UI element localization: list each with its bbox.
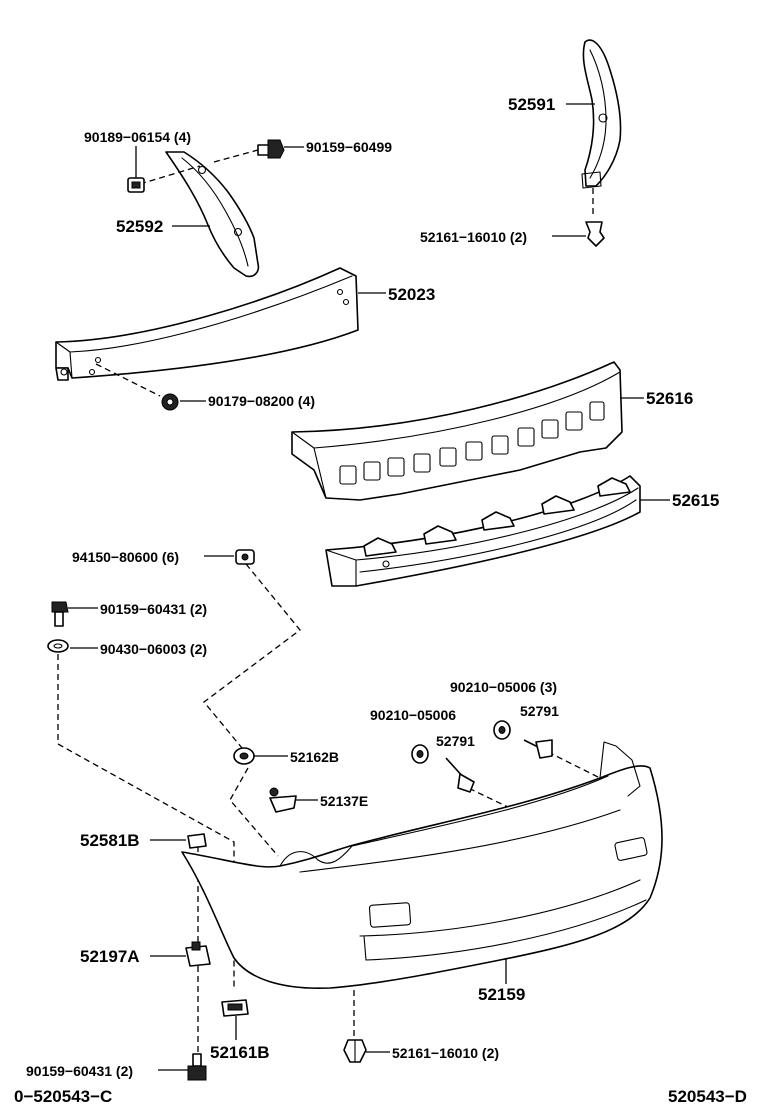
drawing-code-right: 520543−D xyxy=(668,1087,747,1106)
grommet-52162b xyxy=(233,747,255,765)
label-52581b: 52581B xyxy=(80,831,140,850)
label-52616: 52616 xyxy=(646,389,693,408)
label-52161-16010-top: 52161−16010 (2) xyxy=(420,229,527,245)
part-52159-bumper-cover xyxy=(181,741,663,990)
label-52162b: 52162B xyxy=(290,749,339,765)
washer-90430-06003 xyxy=(47,639,69,653)
part-52591-retainer xyxy=(581,39,622,189)
label-90159-60431-upper: 90159−60431 (2) xyxy=(100,601,207,617)
label-90210-05006-3: 90210−05006 (3) xyxy=(450,679,557,695)
screw-52791-left xyxy=(445,757,475,793)
label-94150-80600: 94150−80600 (6) xyxy=(72,549,179,565)
washer-90210-05006-3 xyxy=(493,720,511,740)
retainer-52161b xyxy=(221,999,249,1017)
label-90210-05006: 90210−05006 xyxy=(370,707,456,723)
label-90430-06003: 90430−06003 (2) xyxy=(100,641,207,657)
screw-52791-right xyxy=(523,739,553,759)
label-90179-08200: 90179−08200 (4) xyxy=(208,393,315,409)
label-90159-60499: 90159−60499 xyxy=(306,139,392,155)
label-90159-60431-lower: 90159−60431 (2) xyxy=(26,1063,133,1079)
part-52592-bracket xyxy=(165,151,260,278)
clip-52161-16010-top xyxy=(585,188,605,247)
label-52161-16010-bottom: 52161−16010 (2) xyxy=(392,1045,499,1061)
bolt-90159-60431-lower xyxy=(187,1053,207,1081)
nut-90189-06154 xyxy=(127,165,201,193)
clip-52581b xyxy=(187,833,207,849)
label-52591: 52591 xyxy=(508,95,555,114)
nut-90179-08200 xyxy=(95,363,179,411)
part-52615-absorber-base xyxy=(325,475,641,587)
part-52616-absorber xyxy=(291,361,623,501)
part-52023-reinforcement xyxy=(55,267,359,381)
nut-94150-80600 xyxy=(235,549,255,565)
drawing-code-left: 0−520543−C xyxy=(14,1087,112,1106)
label-52615: 52615 xyxy=(672,491,719,510)
label-52592: 52592 xyxy=(116,217,163,236)
label-52137e: 52137E xyxy=(320,793,368,809)
label-52159: 52159 xyxy=(478,985,525,1004)
washer-90210-05006 xyxy=(411,744,429,764)
label-52161b: 52161B xyxy=(210,1043,270,1062)
label-52791-left: 52791 xyxy=(436,733,475,749)
clip-52161-16010-bottom xyxy=(343,1039,367,1063)
absorber-base-tabs xyxy=(363,477,631,557)
label-52197a: 52197A xyxy=(80,947,140,966)
clip-52137e xyxy=(269,787,297,813)
bolt-90159-60431-upper xyxy=(51,601,69,627)
absorber-cells xyxy=(339,401,605,485)
bracket-52197a xyxy=(185,941,211,967)
label-52023: 52023 xyxy=(388,285,435,304)
label-90189-06154: 90189−06154 (4) xyxy=(84,129,191,145)
bolt-90159-60499 xyxy=(213,139,285,163)
label-52791-right: 52791 xyxy=(520,703,559,719)
